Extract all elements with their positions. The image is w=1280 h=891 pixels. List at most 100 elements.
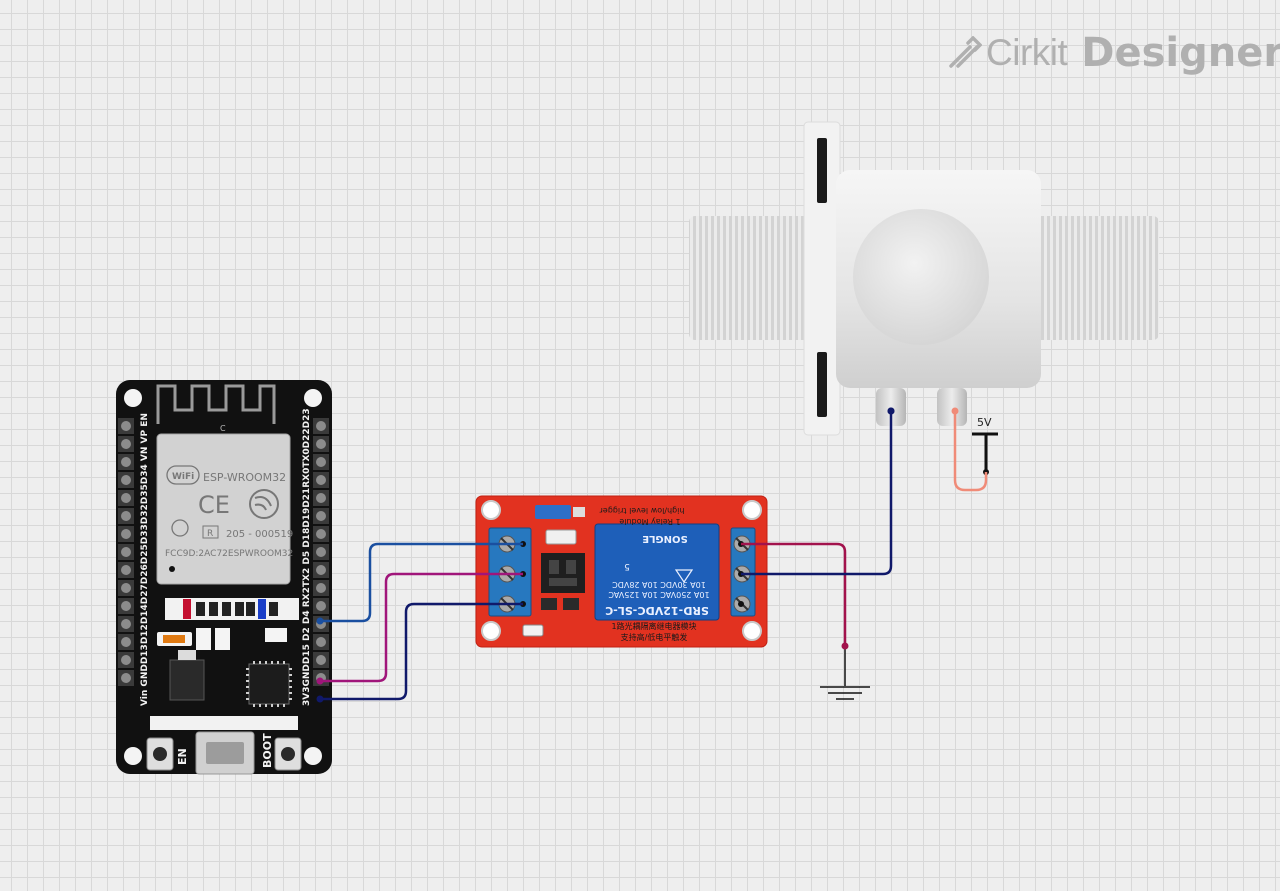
left-header-pin[interactable]	[121, 673, 131, 683]
wifi-badge	[166, 465, 200, 485]
right-header-pin[interactable]	[316, 547, 326, 557]
right-header-pin[interactable]	[316, 439, 326, 449]
transistor-2	[566, 560, 576, 574]
left-header-pin[interactable]	[121, 511, 131, 521]
relay-hole-br	[742, 621, 762, 641]
left-header-pin[interactable]	[121, 439, 131, 449]
smd-resistor-r1	[541, 598, 557, 610]
esp32-pin-gnd[interactable]	[316, 677, 324, 685]
right-header-pin[interactable]	[316, 565, 326, 575]
relay-module[interactable]: SRD-12VDC-SL-C 10A 250VAC 10A 125VAC 10A…	[475, 495, 768, 648]
left-header-pin[interactable]	[121, 565, 131, 575]
right-header-pin[interactable]	[316, 655, 326, 665]
right-header-pin[interactable]	[316, 457, 326, 467]
voltage-regulator-chip	[169, 659, 205, 701]
ground-pin[interactable]	[841, 642, 849, 650]
left-header-pin[interactable]	[121, 547, 131, 557]
en-button-cap[interactable]	[153, 747, 167, 761]
right-pin-labels: 3V3GNDD15 D2 D4 RX2TX2 D5 D18D19D21RX0TX…	[302, 408, 312, 706]
right-header-pin[interactable]	[316, 529, 326, 539]
qfn-pin	[259, 704, 261, 707]
antenna-mark: C	[220, 424, 226, 433]
en-button-label: EN	[176, 748, 189, 765]
esp32-pin-d4[interactable]	[316, 617, 324, 625]
wire-gnd-to-relay-gnd[interactable]	[320, 572, 523, 683]
qfn-pin	[246, 692, 249, 694]
relay-hole-tr	[742, 500, 762, 520]
left-header-pin[interactable]	[121, 637, 131, 647]
qfn-pin	[289, 674, 292, 676]
left-header-pin[interactable]	[121, 529, 131, 539]
transistor-area	[541, 553, 585, 593]
usb-uart-chip	[248, 663, 290, 705]
qfn-pin	[246, 686, 249, 688]
left-header-pin[interactable]	[121, 475, 131, 485]
valve-terminal-2	[937, 388, 967, 426]
espressif-logo-icon	[249, 489, 279, 519]
brand-name-cirkit: Cirkit	[986, 32, 1068, 73]
relay-rating-1: 10A 250VAC 10A 125VAC	[608, 590, 710, 599]
power-5v-symbol[interactable]: 5V	[972, 416, 998, 475]
smd-diode	[549, 578, 577, 586]
wire-3v3-to-relay-vcc[interactable]	[320, 602, 523, 701]
telec-mark-icon	[171, 519, 189, 537]
ground-symbol[interactable]	[820, 646, 870, 700]
relay-pin-no[interactable]	[738, 601, 744, 607]
brand-name-designer: Designer	[1081, 30, 1280, 76]
qfn-pin	[259, 661, 261, 664]
left-header-pin[interactable]	[121, 583, 131, 593]
micro-usb-opening	[206, 742, 244, 764]
pin1-marker	[169, 566, 175, 572]
left-header-pin[interactable]	[121, 421, 131, 431]
qfn-pin	[253, 704, 255, 707]
left-header-pin[interactable]	[121, 655, 131, 665]
esp32-devkit-board[interactable]: C WiFi ESP-WROOM32 CE R 205 - 000519 FCC…	[116, 380, 332, 775]
wire-relay-nc-to-ground[interactable]	[741, 542, 847, 646]
fcc-id: FCC9D:2AC72ESPWROOM32	[165, 549, 293, 559]
left-header-pin[interactable]	[121, 619, 131, 629]
smd-part-2	[209, 602, 218, 616]
wire-d4-to-relay-in[interactable]	[320, 542, 523, 623]
right-header-pin[interactable]	[316, 475, 326, 485]
transistor-1	[549, 560, 559, 574]
valve-slot-bottom	[817, 352, 827, 417]
right-header-pin[interactable]	[316, 421, 326, 431]
right-header-pin[interactable]	[316, 601, 326, 611]
wires	[320, 411, 988, 701]
boot-button-label: BOOT	[261, 733, 274, 768]
left-header-pin[interactable]	[121, 457, 131, 467]
left-header-pin[interactable]	[121, 493, 131, 503]
relay-trigger-text: high/low level trigger	[599, 506, 685, 515]
espressif-swirl-icon	[254, 496, 272, 511]
certification-number: 205 - 000519	[226, 529, 293, 540]
right-header-pin[interactable]	[316, 493, 326, 503]
smd-bottom-row	[150, 716, 298, 730]
qfn-pin	[246, 680, 249, 682]
valve-cap	[853, 209, 989, 345]
esp32-pin-3v3[interactable]	[316, 695, 324, 703]
smd-resistor-r2	[563, 598, 579, 610]
qfn-pin	[289, 686, 292, 688]
qfn-pin	[246, 674, 249, 676]
jumper-pin	[573, 507, 585, 517]
left-header-pin[interactable]	[121, 601, 131, 611]
right-pin-header	[313, 418, 329, 686]
right-header-pin[interactable]	[316, 583, 326, 593]
solenoid-valve[interactable]	[689, 121, 1159, 436]
trigger-jumper[interactable]	[535, 505, 571, 519]
right-header-pin[interactable]	[316, 511, 326, 521]
relay-module-text: 1 Relay Module	[619, 517, 680, 526]
qfn-pin	[289, 680, 292, 682]
boot-button-cap[interactable]	[281, 747, 295, 761]
relay-hole-bl	[481, 621, 501, 641]
right-header-pin[interactable]	[316, 637, 326, 647]
wire-valve-to-5v[interactable]	[953, 411, 988, 492]
relay-top-markings: high/low level trigger 1 Relay Module	[599, 506, 685, 526]
smd-blue-component	[258, 599, 266, 619]
qfn-pin	[265, 704, 267, 707]
wire-relay-com-to-valve[interactable]	[741, 411, 893, 576]
smd-part-6	[269, 602, 278, 616]
valve-terminal-1	[876, 388, 906, 426]
valve-wire-end	[887, 407, 895, 415]
